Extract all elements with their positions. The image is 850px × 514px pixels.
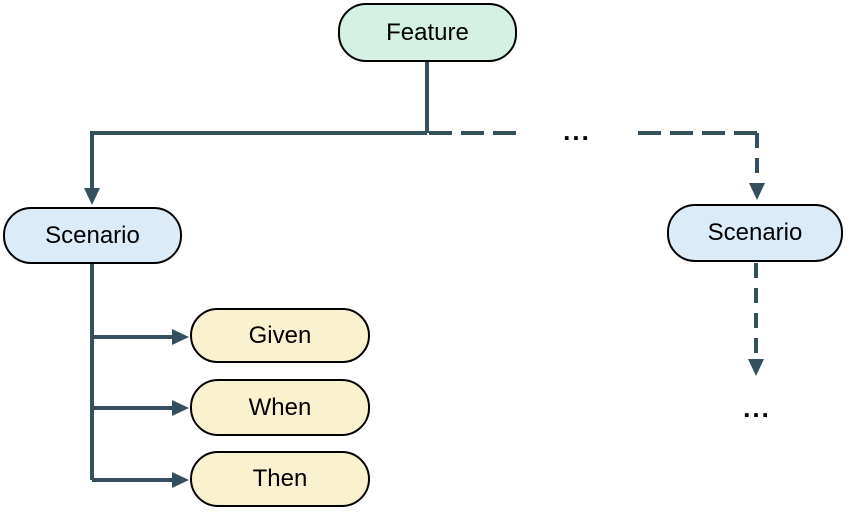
node-when: When: [190, 379, 370, 436]
arrowhead-ellipsis: [748, 359, 764, 376]
node-when-label: When: [248, 393, 312, 421]
node-scenario-right: Scenario: [667, 204, 843, 262]
node-feature: Feature: [338, 3, 517, 62]
node-scenario-left: Scenario: [3, 207, 182, 264]
arrowhead-scenario-left: [84, 188, 100, 205]
arrowhead-when: [172, 400, 189, 416]
edge-feature-to-scenario-left: [90, 131, 427, 189]
node-scenario-right-label: Scenario: [707, 219, 803, 246]
node-scenario-left-label: Scenario: [45, 221, 140, 249]
node-given-label: Given: [248, 321, 312, 349]
node-feature-label: Feature: [386, 18, 469, 46]
arrowhead-scenario-right: [749, 183, 765, 200]
arrowhead-then: [172, 472, 189, 488]
node-given: Given: [190, 308, 370, 363]
arrowhead-given: [172, 329, 189, 345]
ellipsis-horizontal: ...: [563, 116, 591, 146]
ellipsis-bottom: ...: [743, 393, 771, 423]
node-then: Then: [190, 451, 370, 507]
node-then-label: Then: [252, 465, 308, 492]
